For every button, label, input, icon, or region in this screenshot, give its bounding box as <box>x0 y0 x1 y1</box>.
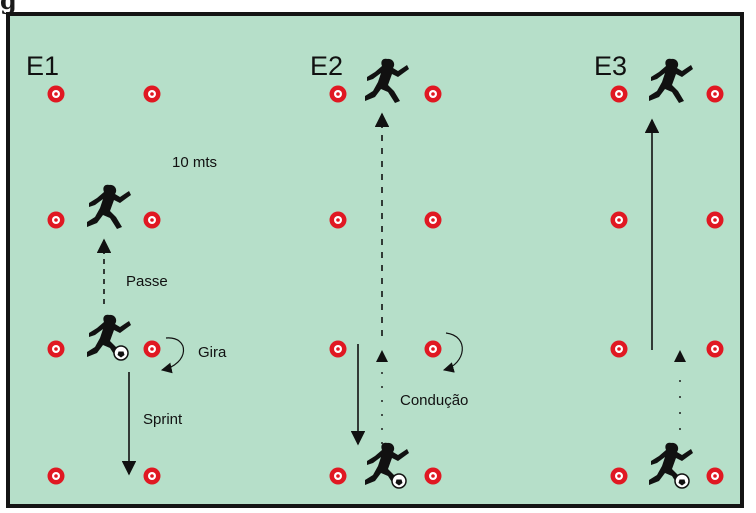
cone-icon <box>424 467 442 485</box>
cone-icon <box>143 211 161 229</box>
drill-title-e2: E2 <box>310 51 343 81</box>
cone-icon <box>706 85 724 103</box>
drill-title-e1: E1 <box>26 51 59 81</box>
ball-icon <box>113 345 129 361</box>
cone-icon <box>424 85 442 103</box>
dribble-label: Condução <box>400 392 468 409</box>
cone-icon <box>47 340 65 358</box>
sprint-label: Sprint <box>143 411 183 428</box>
cone-icon <box>329 340 347 358</box>
ball-icon <box>674 473 690 489</box>
cone-icon <box>424 340 442 358</box>
cone-icon <box>47 467 65 485</box>
cone-icon <box>143 340 161 358</box>
cone-icon <box>706 211 724 229</box>
distance-label: 10 mts <box>172 154 217 171</box>
cone-icon <box>329 85 347 103</box>
cone-icon <box>329 467 347 485</box>
pass-label: Passe <box>126 273 168 290</box>
turn-arrow-icon <box>442 332 463 373</box>
cone-icon <box>47 85 65 103</box>
player-icon <box>365 58 409 103</box>
cone-icon <box>610 211 628 229</box>
player-icon <box>649 58 693 103</box>
cone-icon <box>143 85 161 103</box>
drill-title-e3: E3 <box>594 51 627 81</box>
cone-icon <box>424 211 442 229</box>
cone-icon <box>329 211 347 229</box>
player-icon <box>87 184 131 229</box>
cone-icon <box>47 211 65 229</box>
turn-arrow-icon <box>160 337 185 374</box>
cone-icon <box>143 467 161 485</box>
ball-icon <box>391 473 407 489</box>
cone-icon <box>706 340 724 358</box>
triangle-marker-icon <box>376 350 388 362</box>
cone-icon <box>706 467 724 485</box>
cone-icon <box>610 340 628 358</box>
cone-icon <box>610 467 628 485</box>
triangle-marker-icon <box>674 350 686 362</box>
page-header-fragment: g <box>0 0 17 15</box>
turn-label: Gira <box>198 344 227 361</box>
cone-icon <box>610 85 628 103</box>
